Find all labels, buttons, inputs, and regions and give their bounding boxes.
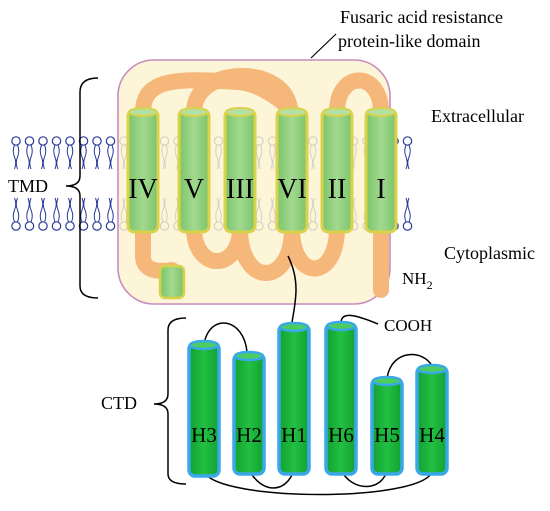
connector-vi-h1	[287, 255, 297, 323]
lipid-upper	[24, 136, 35, 170]
connector-h5-h4	[386, 353, 433, 379]
connector-h2-h1-bottom	[248, 469, 295, 489]
tmd-bracket	[65, 77, 99, 299]
n-terminus-label: NH2	[402, 269, 433, 292]
ctd-helix-label: H1	[281, 423, 307, 447]
ctd-helix-h5: H5	[370, 375, 404, 476]
tm-helix-ii: II	[320, 107, 354, 234]
tm-helix-label: I	[376, 174, 385, 205]
ctd-helix-label: H5	[374, 423, 400, 447]
loop-ii-i	[329, 72, 389, 120]
lipid-upper	[105, 136, 116, 170]
connector-h3-h4-bottom	[203, 471, 433, 496]
lipid-lower	[105, 197, 116, 231]
lipid-upper	[11, 136, 21, 170]
domain-label-line1: Fusaric acid resistance	[340, 7, 503, 27]
ctd-helix-h6: H6	[324, 320, 358, 476]
cytoplasmic-helices: H3 H2 H1 H6 H5 H4	[187, 320, 449, 478]
lipid-lower	[92, 197, 102, 231]
c-terminus-label: COOH	[384, 316, 432, 335]
tm-helix-iv: IV	[126, 107, 160, 234]
tm-helix-iii: III	[223, 107, 257, 234]
ctd-helix-h4: H4	[415, 363, 449, 476]
lipid-lower	[38, 197, 48, 231]
lipid-upper	[51, 136, 62, 170]
lipid-lower	[11, 197, 21, 231]
loop-v-vi	[186, 68, 298, 120]
connector-h6-cooh	[340, 314, 379, 325]
ctd-connectors	[203, 255, 433, 496]
domain-label-line2: protein-like domain	[338, 31, 480, 51]
tm-helix-vi: VI	[275, 107, 309, 234]
ctd-helix-h2: H2	[232, 350, 266, 476]
tm-helix-label: II	[328, 174, 347, 205]
ctd-label: CTD	[101, 393, 137, 413]
ctd-helix-h1: H1	[277, 321, 311, 476]
tm-helix-label: VI	[277, 174, 307, 205]
tmd-label: TMD	[8, 176, 48, 196]
tm-helix-label: III	[226, 174, 254, 205]
ctd-helix-h3: H3	[187, 339, 221, 478]
lipid-upper	[402, 136, 413, 170]
lipid-upper	[65, 136, 75, 170]
lipid-lower	[402, 197, 413, 231]
lipid-upper	[38, 136, 48, 170]
ctd-helix-label: H4	[419, 423, 445, 447]
ctd-helix-label: H6	[328, 423, 354, 447]
tm-helix-v: V	[177, 107, 211, 234]
tm-loops	[135, 68, 389, 298]
n-terminus-base: NH	[402, 269, 427, 288]
ctd-helix-label: H2	[236, 423, 262, 447]
short-cytoplasmic-segment	[158, 264, 186, 300]
tm-helix-label: IV	[128, 174, 158, 205]
tm-helix-i: I	[364, 107, 398, 234]
lipid-lower	[24, 197, 35, 231]
ctd-helix-label: H3	[191, 423, 217, 447]
lipid-lower	[65, 197, 75, 231]
tm-helix-label: V	[184, 174, 204, 205]
extracellular-label: Extracellular	[431, 106, 524, 126]
lipid-lower	[51, 197, 62, 231]
connector-h3-h2	[203, 322, 248, 353]
loop-vi-ii-bottom	[284, 220, 345, 277]
n-terminus-subscript: 2	[427, 278, 433, 292]
ctd-bracket	[153, 317, 187, 485]
domain-pointer-line	[310, 33, 337, 59]
lipid-upper	[92, 136, 102, 170]
cytoplasmic-label: Cytoplasmic	[444, 243, 535, 263]
